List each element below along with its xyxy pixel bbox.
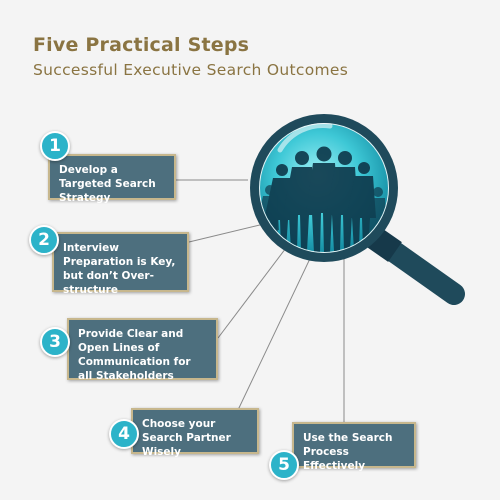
step-1-badge: 1	[40, 131, 70, 161]
step-5-label: Use the Search Process Effectively	[303, 432, 393, 472]
step-3-box: Provide Clear and Open Lines of Communic…	[67, 318, 218, 382]
step-2-label: Interview Preparation is Key, but don’t …	[63, 242, 176, 296]
connector-line-3	[217, 239, 293, 339]
step-3-label: Provide Clear and Open Lines of Communic…	[78, 328, 191, 382]
magnifying-glass-business-team-icon	[250, 114, 465, 305]
page-title: Five Practical Steps	[33, 34, 250, 56]
step-4-badge: 4	[109, 419, 139, 449]
step-4-box: Choose your Search Partner Wisely	[131, 408, 259, 458]
step-4-label: Choose your Search Partner Wisely	[142, 418, 231, 458]
step-1-label: Develop a Targeted Search Strategy	[59, 164, 156, 204]
step-5-badge: 5	[269, 450, 299, 480]
step-2-badge: 2	[29, 225, 59, 255]
step-3-badge: 3	[40, 327, 70, 357]
step-2-box: Interview Preparation is Key, but don’t …	[52, 232, 189, 296]
connector-line-2	[188, 223, 265, 243]
page-subtitle: Successful Executive Search Outcomes	[33, 61, 349, 79]
step-5-box: Use the Search Process Effectively	[292, 422, 416, 472]
step-1-box: Develop a Targeted Search Strategy	[48, 154, 176, 204]
connector-line-4	[237, 245, 317, 411]
